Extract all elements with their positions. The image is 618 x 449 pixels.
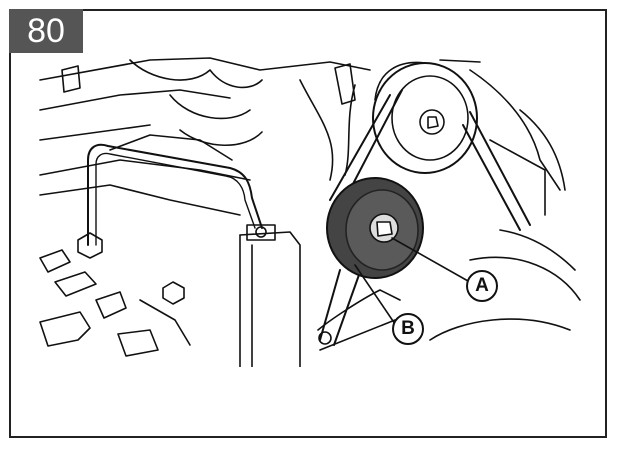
figure-frame: [9, 9, 607, 438]
upper-pulley: [372, 61, 478, 174]
crankcase-outline: [429, 229, 581, 341]
engine-housing: [39, 57, 566, 216]
fasteners: [61, 63, 356, 305]
callout-label-b: B: [392, 313, 424, 345]
coolant-hose: [87, 134, 263, 246]
callout-leaders: [354, 237, 469, 325]
bracket-pieces: [39, 249, 191, 357]
callout-label-a: A: [466, 270, 498, 302]
step-number-badge: 80: [9, 9, 83, 53]
idler-pulley-a: [326, 177, 424, 279]
mounting-post: [239, 224, 301, 367]
pulley-bracket: [317, 289, 401, 351]
